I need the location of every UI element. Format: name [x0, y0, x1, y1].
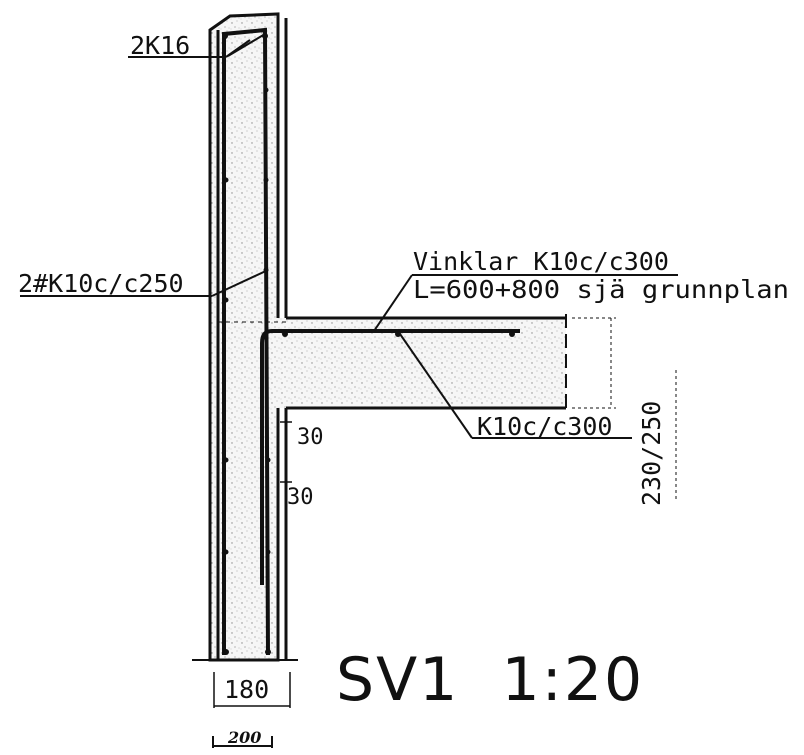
- rebar-dot: [262, 33, 268, 39]
- leader-slab-bar-diag: [399, 333, 473, 439]
- dimensions: [212, 317, 677, 748]
- label-dim-30-lower: 30: [287, 485, 314, 510]
- label-angle-bars: Vinklar K10c/c300: [413, 247, 669, 276]
- rebar-dot: [265, 649, 271, 655]
- rebar-dot: [223, 649, 229, 655]
- top-u-bar: [222, 27, 270, 656]
- rebar-dot: [223, 177, 229, 183]
- wall-rebar: [222, 27, 271, 656]
- rebar-dot: [265, 457, 271, 463]
- rebar-dot: [263, 177, 269, 183]
- label-slab-thickness: 230/250: [637, 401, 666, 506]
- slab: [218, 314, 567, 412]
- rebar-dot: [509, 331, 515, 337]
- rebar-dot: [263, 87, 269, 93]
- label-slab-bar: K10c/c300: [477, 412, 612, 441]
- leader-angle-bars-diag: [373, 274, 413, 332]
- rebar-dot: [282, 331, 288, 337]
- labels: 2K16 2#K10c/c250 Vinklar K10c/c300 L=600…: [18, 31, 789, 747]
- rebar-dot: [223, 297, 229, 303]
- label-dim-30-upper: 30: [297, 425, 324, 450]
- rebar-dot: [265, 549, 271, 555]
- rebar-dot: [223, 549, 229, 555]
- rebar-dot: [222, 33, 228, 39]
- slab-rebar: [260, 329, 520, 585]
- angle-bar: [260, 329, 520, 585]
- rebar-dot: [223, 457, 229, 463]
- leader-2k16-diag: [225, 39, 251, 58]
- leaders: [20, 39, 678, 439]
- label-length-note: L=600+800 sjä grunnplan: [413, 275, 789, 304]
- rebar-dot: [395, 331, 401, 337]
- label-top-bar: 2K16: [130, 31, 190, 60]
- leader-wall-mesh-diag: [211, 269, 269, 297]
- label-wall-mesh: 2#K10c/c250: [18, 269, 184, 298]
- wall-rebar-dots: [222, 33, 271, 655]
- drawing-title: SV1 1:20: [336, 645, 644, 715]
- label-total-width: 200: [227, 728, 261, 747]
- label-wall-width: 180: [224, 675, 269, 704]
